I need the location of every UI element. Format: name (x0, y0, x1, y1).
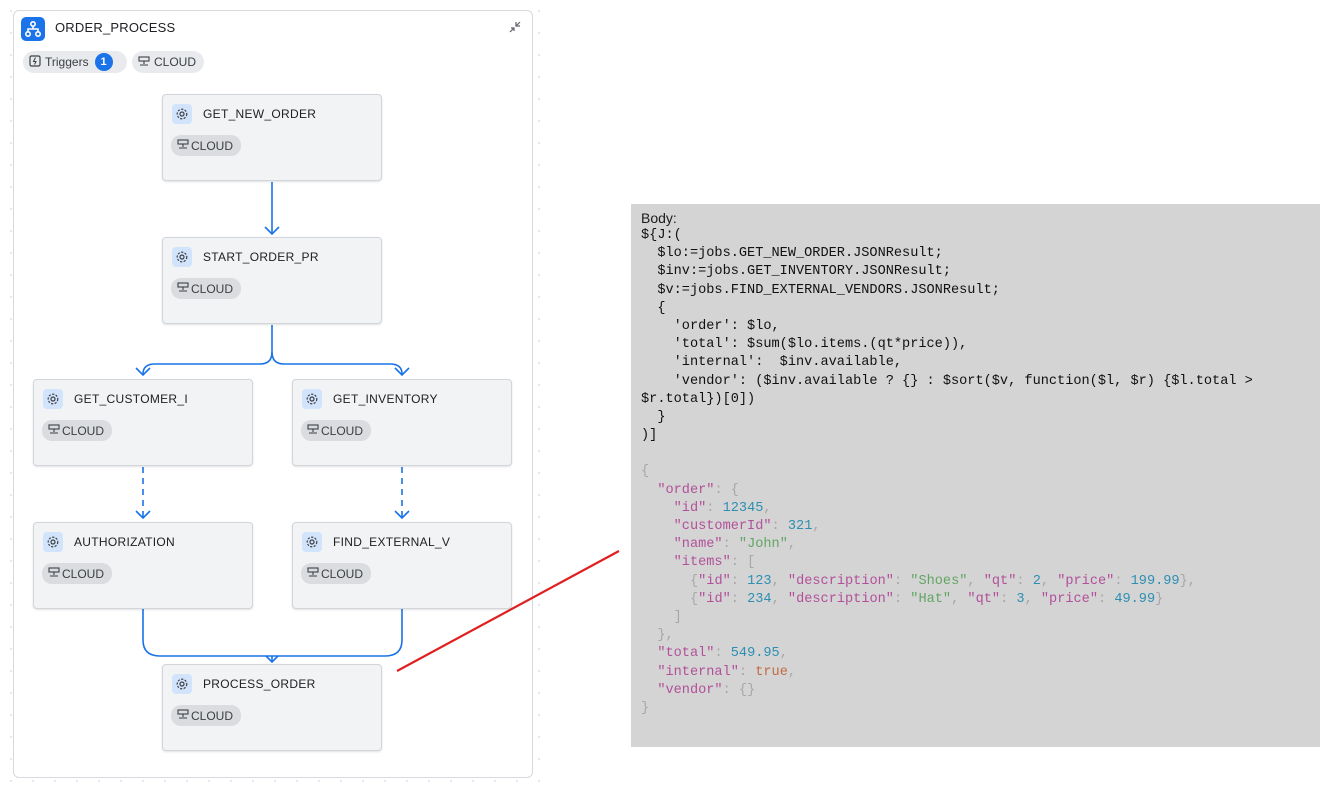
json-key: "vendor" (657, 682, 723, 698)
node-name: AUTHORIZATION (74, 535, 176, 549)
code-line: $r.total})[0]) (641, 391, 756, 407)
json-key: "order" (657, 482, 715, 498)
collapse-icon[interactable] (506, 18, 524, 36)
node-cloud-chip: CLOUD (301, 563, 372, 584)
json-value: "Shoes" (910, 573, 968, 589)
node-cloud-label: CLOUD (321, 566, 364, 581)
node-name: FIND_EXTERNAL_V (333, 535, 451, 549)
json-value: 49.99 (1114, 591, 1156, 607)
workflow-title: ORDER_PROCESS (55, 20, 176, 35)
json-key: "items" (673, 555, 731, 571)
gear-icon (43, 389, 63, 409)
gear-icon (302, 389, 322, 409)
triggers-count-badge: 1 (94, 53, 113, 71)
json-key: "total" (657, 646, 715, 662)
json-value: {} (738, 682, 756, 698)
node-name: GET_CUSTOMER_I (74, 392, 188, 406)
triggers-chip[interactable]: Triggers 1 (23, 51, 127, 73)
cloud-icon (307, 423, 319, 438)
json-value: "John" (738, 537, 788, 553)
gear-icon (172, 674, 192, 694)
node-get-customer[interactable]: GET_CUSTOMER_I CLOUD (33, 379, 253, 466)
json-value: 3 (1016, 591, 1025, 607)
node-cloud-label: CLOUD (321, 423, 364, 438)
json-value: "Hat" (910, 591, 952, 607)
gear-icon (172, 104, 192, 124)
gear-icon (43, 532, 63, 552)
json-key: "customerId" (673, 519, 772, 535)
json-value: 321 (787, 519, 813, 535)
code-line: $v:=jobs.FIND_EXTERNAL_VENDORS.JSONResul… (641, 282, 1000, 298)
json-value: 199.99 (1130, 573, 1180, 589)
json-value: 2 (1032, 573, 1041, 589)
json-brace: { (641, 464, 650, 480)
connector-auth-to-process (142, 609, 403, 657)
json-value: 123 (747, 573, 772, 589)
node-cloud-chip: CLOUD (301, 420, 372, 441)
json-value: true (755, 664, 788, 680)
json-result: { "order": { "id": 12345, "customerId": … (641, 464, 1196, 717)
node-name: GET_INVENTORY (333, 392, 438, 406)
json-value: 549.95 (730, 646, 780, 662)
node-name: GET_NEW_ORDER (203, 107, 317, 121)
node-name: START_ORDER_PR (203, 250, 319, 264)
node-cloud-chip: CLOUD (171, 705, 242, 726)
node-get-new-order[interactable]: GET_NEW_ORDER CLOUD (162, 94, 382, 181)
json-value: 234 (747, 591, 772, 607)
node-process-order[interactable]: PROCESS_ORDER CLOUD (162, 664, 382, 751)
gear-icon (302, 532, 322, 552)
code-line: )] (641, 428, 658, 444)
json-brace: } (641, 701, 650, 717)
node-name: PROCESS_ORDER (203, 677, 316, 691)
cloud-icon (177, 138, 189, 153)
gear-icon (172, 247, 192, 267)
code-line: ${J:( (641, 228, 682, 243)
code-line: 'total': $sum($lo.items.(qt*price)), (641, 337, 968, 353)
code-panel: Body: ${J:( $lo:=jobs.GET_NEW_ORDER.JSON… (631, 204, 1320, 747)
code-line: 'vendor': ($inv.available ? {} : $sort($… (641, 373, 1253, 389)
node-cloud-label: CLOUD (62, 423, 105, 438)
cloud-label: CLOUD (154, 55, 197, 69)
code-line: { (641, 300, 666, 316)
cloud-icon (138, 55, 150, 70)
node-cloud-label: CLOUD (191, 138, 234, 153)
body-label: Body: (641, 210, 677, 226)
cloud-icon (48, 566, 60, 581)
node-start-order-pr[interactable]: START_ORDER_PR CLOUD (162, 237, 382, 324)
node-cloud-chip: CLOUD (42, 563, 113, 584)
node-cloud-chip: CLOUD (171, 278, 242, 299)
connector-start-split (142, 325, 273, 375)
trigger-icon (29, 54, 41, 70)
triggers-label: Triggers (45, 55, 89, 69)
node-find-external-vendors[interactable]: FIND_EXTERNAL_V CLOUD (292, 522, 512, 609)
code-line: 'internal': $inv.available, (641, 355, 903, 371)
cloud-icon (177, 708, 189, 723)
connector-start-split-right (271, 351, 403, 375)
json-key: "id" (673, 500, 707, 516)
node-cloud-label: CLOUD (191, 281, 234, 296)
code-line: $lo:=jobs.GET_NEW_ORDER.JSONResult; (641, 246, 943, 262)
node-cloud-label: CLOUD (191, 708, 234, 723)
json-value: 12345 (722, 500, 764, 516)
cloud-icon (48, 423, 60, 438)
json-key: "name" (673, 537, 723, 553)
cloud-icon (307, 566, 319, 581)
cloud-icon (177, 281, 189, 296)
annotation-red-line (396, 550, 620, 672)
node-get-inventory[interactable]: GET_INVENTORY CLOUD (292, 379, 512, 466)
json-key: "internal" (657, 664, 739, 680)
node-cloud-chip: CLOUD (42, 420, 113, 441)
code-line: } (641, 410, 666, 426)
node-authorization[interactable]: AUTHORIZATION CLOUD (33, 522, 253, 609)
code-line: 'order': $lo, (641, 319, 780, 335)
code-line: $inv:=jobs.GET_INVENTORY.JSONResult; (641, 264, 951, 280)
node-cloud-chip: CLOUD (171, 135, 242, 156)
node-cloud-label: CLOUD (62, 566, 105, 581)
cloud-chip[interactable]: CLOUD (132, 51, 204, 73)
workflow-icon (21, 17, 45, 41)
